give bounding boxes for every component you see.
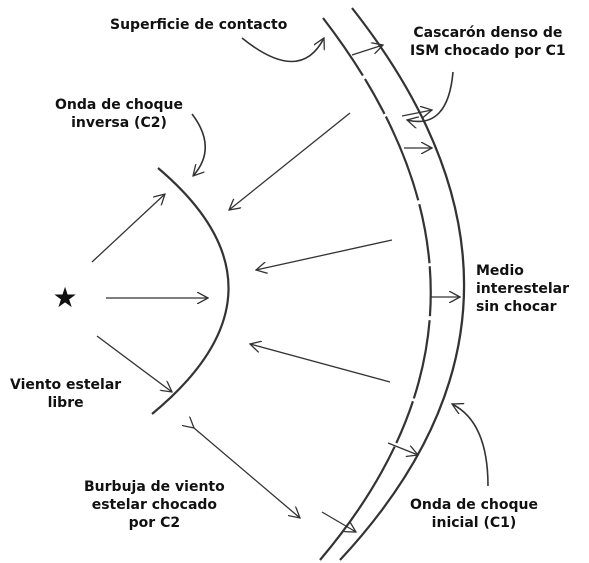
label-initial-shock: Onda de choque inicial (C1): [410, 497, 538, 531]
pointer-initial-shock: [452, 404, 489, 487]
pointer-dense-shell: [407, 71, 454, 121]
shell-arrow-6: [321, 511, 356, 532]
label-free-wind: Viento estelar libre: [10, 377, 122, 411]
star-icon: ★: [52, 281, 77, 314]
label-reverse-shock: Onda de choque inversa (C2): [55, 97, 183, 131]
reverse-shock-arc: [151, 167, 230, 415]
label-ism: Medio interestelar sin chocar: [476, 263, 570, 315]
label-dense-shell: Cascarón denso de ISM chocado por C1: [410, 25, 566, 59]
bubble-arrow-2: [256, 239, 393, 270]
free-wind-arrow-up: [91, 194, 165, 263]
bubble-arrow-1: [229, 112, 351, 210]
pointer-contact-surface: [241, 38, 324, 63]
label-contact-surface: Superficie de contacto: [110, 17, 288, 33]
bubble-arrow-3: [250, 344, 391, 383]
pointer-reverse-shock: [191, 113, 206, 176]
bubble-arrow-4: [194, 428, 300, 518]
shell-arrow-1: [351, 45, 383, 56]
label-bubble: Burbuja de viento estelar chocado por C2: [84, 479, 225, 531]
free-wind-arrow-down: [96, 335, 172, 392]
shell-arrow-5: [387, 442, 418, 455]
initial-shock-arc: [339, 7, 466, 561]
shell-arrow-2: [401, 110, 432, 116]
contact-surface-arc: [319, 17, 432, 561]
